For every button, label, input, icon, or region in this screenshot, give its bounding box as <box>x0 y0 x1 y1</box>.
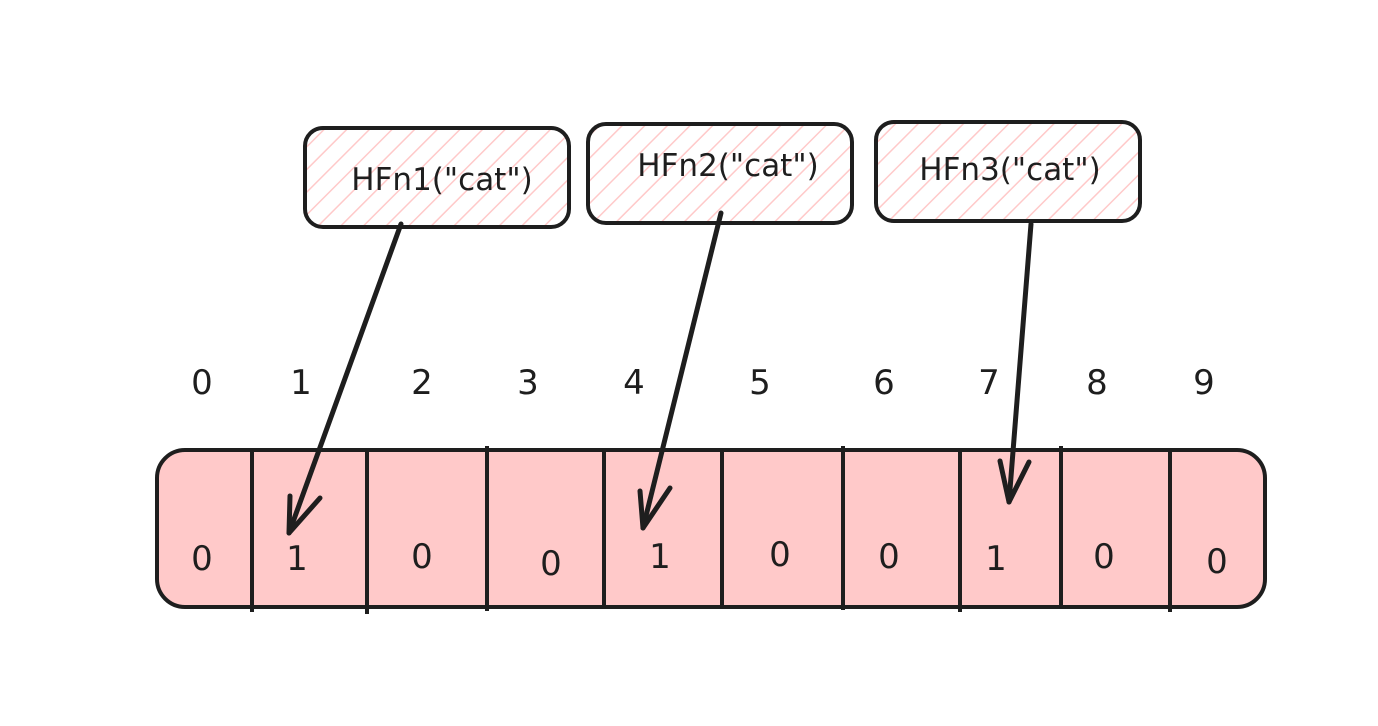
bit-value: 0 <box>878 537 900 577</box>
index-label: 2 <box>411 363 433 403</box>
hash-box-3-label: HFn3("cat") <box>919 152 1100 188</box>
hash-box-1-label: HFn1("cat") <box>351 162 532 198</box>
hash-function-boxes: HFn1("cat") HFn2("cat") HFn3("cat") <box>303 120 1142 229</box>
index-label: 1 <box>290 363 312 403</box>
arrow-hfn2 <box>637 210 724 531</box>
bit-array: 0 1 0 0 1 0 0 1 0 0 <box>155 446 1267 614</box>
index-label: 6 <box>873 363 895 403</box>
index-labels: 0 1 2 3 4 5 6 7 8 9 <box>191 363 1215 403</box>
bit-value: 1 <box>649 537 671 577</box>
bit-value: 0 <box>540 544 562 584</box>
arrow-hfn3 <box>997 221 1034 505</box>
bit-value: 0 <box>769 535 791 575</box>
index-label: 4 <box>623 363 645 403</box>
index-label: 8 <box>1086 363 1108 403</box>
hash-arrows <box>286 210 1034 536</box>
arrow-hfn1 <box>286 221 404 536</box>
index-label: 5 <box>749 363 771 403</box>
bit-value: 0 <box>191 539 213 579</box>
hash-box-1: HFn1("cat") <box>303 126 571 229</box>
bit-value: 0 <box>1206 542 1228 582</box>
bit-value: 0 <box>411 537 433 577</box>
hash-box-2-label: HFn2("cat") <box>637 148 818 184</box>
index-label: 0 <box>191 363 213 403</box>
hash-box-2: HFn2("cat") <box>586 122 854 225</box>
index-label: 7 <box>978 363 1000 403</box>
hash-box-3: HFn3("cat") <box>874 120 1142 223</box>
bit-value: 0 <box>1093 537 1115 577</box>
index-label: 9 <box>1193 363 1215 403</box>
bit-array-outline <box>155 448 1267 609</box>
bit-value: 1 <box>985 539 1007 579</box>
bit-value: 1 <box>286 539 308 579</box>
index-label: 3 <box>517 363 539 403</box>
